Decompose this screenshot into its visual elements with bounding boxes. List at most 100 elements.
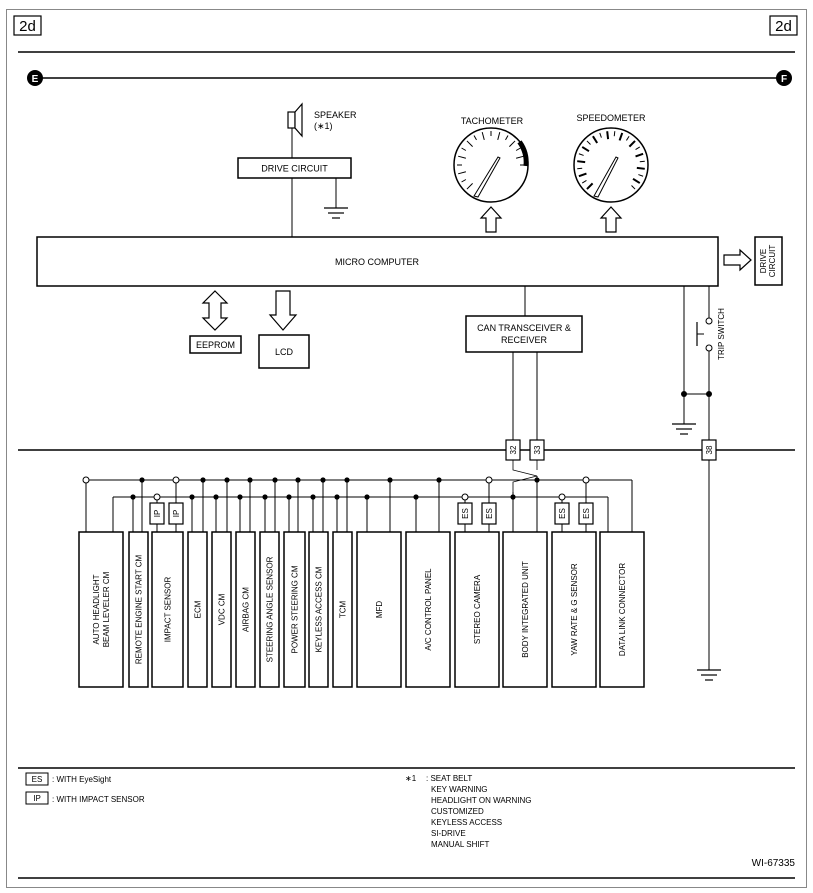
gauge-tick bbox=[626, 135, 630, 141]
gauge-tick bbox=[613, 131, 616, 137]
gauge-tick bbox=[466, 183, 473, 190]
svg-text:33: 33 bbox=[533, 445, 542, 454]
speaker-note: (∗1) bbox=[314, 121, 333, 131]
module-6: STEERING ANGLE SENSOR bbox=[259, 477, 280, 688]
module-label: A/C CONTROL PANEL bbox=[424, 568, 433, 651]
junction-dot bbox=[237, 494, 243, 500]
svg-text:2d: 2d bbox=[19, 18, 36, 35]
option-tag: ES bbox=[485, 508, 494, 519]
module-label: MFD bbox=[375, 601, 384, 619]
legend-es: ES : WITH EyeSight bbox=[25, 772, 112, 786]
module-label: STEERING ANGLE SENSOR bbox=[266, 556, 275, 662]
speedometer-label: SPEEDOMETER bbox=[576, 113, 646, 123]
module-4: VDC CM bbox=[211, 477, 232, 688]
bus-label-f: F bbox=[781, 74, 787, 85]
junction-dot bbox=[213, 494, 219, 500]
module-1: REMOTE ENGINE START CM bbox=[128, 477, 149, 688]
svg-text:LCD: LCD bbox=[275, 347, 294, 357]
junction-dot bbox=[436, 477, 442, 483]
option-tag: IP bbox=[172, 510, 181, 518]
gauge-tick bbox=[631, 185, 636, 190]
junction-dot bbox=[286, 494, 292, 500]
junction-dot bbox=[130, 494, 136, 500]
gauge-tick bbox=[515, 155, 524, 159]
gauge-tick bbox=[509, 140, 516, 147]
module-3: ECM bbox=[187, 477, 208, 688]
footnote: ∗1 : SEAT BELT KEY WARNING HEADLIGHT ON … bbox=[405, 774, 531, 849]
drive-circuit-top: DRIVE CIRCUIT bbox=[237, 157, 352, 237]
junction-dot bbox=[224, 477, 230, 483]
junction-dot bbox=[200, 477, 206, 483]
sheet-border bbox=[6, 9, 807, 888]
junction-dot bbox=[272, 477, 278, 483]
junction-open bbox=[82, 476, 90, 484]
junction-dot bbox=[189, 494, 195, 500]
gauge-tick bbox=[599, 132, 602, 138]
module-5: AIRBAG CM bbox=[235, 477, 256, 688]
module-label: YAW RATE & G SENSOR bbox=[570, 563, 579, 656]
svg-text:ES: ES bbox=[32, 775, 43, 784]
svg-text:RECEIVER: RECEIVER bbox=[501, 335, 548, 345]
speaker-label: SPEAKER bbox=[314, 110, 357, 120]
svg-text:CAN TRANSCEIVER &: CAN TRANSCEIVER & bbox=[477, 323, 571, 333]
speedometer: SPEEDOMETER bbox=[573, 113, 649, 233]
gauge-tick bbox=[515, 147, 521, 151]
svg-text:38: 38 bbox=[705, 445, 714, 454]
svg-text:: WITH IMPACT SENSOR: : WITH IMPACT SENSOR bbox=[52, 795, 145, 804]
gauge-tick bbox=[481, 132, 485, 141]
gauge-tick bbox=[635, 152, 644, 158]
module-label: AUTO HEADLIGHT bbox=[92, 574, 101, 644]
gauge-tick bbox=[466, 140, 473, 147]
svg-text:DRIVE CIRCUIT: DRIVE CIRCUIT bbox=[261, 164, 328, 174]
module-label: KEYLESS ACCESS CM bbox=[315, 566, 324, 652]
svg-text:: SEAT BELT: : SEAT BELT bbox=[426, 774, 472, 783]
junction-dot bbox=[344, 477, 350, 483]
speedo-up-arrow bbox=[599, 206, 623, 233]
gauge-tick bbox=[628, 140, 636, 148]
junction-dot bbox=[534, 477, 540, 483]
connector-32: 32 bbox=[505, 439, 521, 461]
junction-dot bbox=[247, 477, 253, 483]
page-label-left: 2d bbox=[13, 15, 42, 36]
bus-label-e: E bbox=[32, 74, 39, 85]
junction-dot bbox=[413, 494, 419, 500]
svg-text:KEY WARNING: KEY WARNING bbox=[431, 785, 487, 794]
module-7: POWER STEERING CM bbox=[283, 477, 306, 688]
e-f-bus: E F bbox=[27, 70, 792, 86]
junction-dot bbox=[320, 477, 326, 483]
option-tag: ES bbox=[461, 508, 470, 519]
figure-id: WI-67335 bbox=[752, 858, 796, 869]
gauge-tick bbox=[639, 160, 645, 163]
gauge-tick bbox=[638, 174, 644, 177]
gauge-tick bbox=[581, 146, 590, 153]
gauge-tick bbox=[581, 180, 587, 184]
footnote-marker: ∗1 bbox=[405, 774, 417, 783]
gauge-tick bbox=[577, 160, 586, 164]
module-label: ECM bbox=[194, 600, 203, 618]
module-label: POWER STEERING CM bbox=[291, 565, 300, 653]
can-transceiver: CAN TRANSCEIVER & RECEIVER bbox=[465, 286, 583, 440]
micro-computer: MICRO COMPUTER bbox=[36, 236, 719, 287]
module-label: BODY INTEGRATED UNIT bbox=[521, 561, 530, 658]
trip-switch: TRIP SWITCH bbox=[672, 286, 726, 440]
page-label-right: 2d bbox=[769, 15, 798, 36]
svg-text:EEPROM: EEPROM bbox=[196, 340, 235, 350]
module-label: DATA LINK CONNECTOR bbox=[618, 563, 627, 657]
module-label: REMOTE ENGINE START CM bbox=[135, 554, 144, 664]
junction-open bbox=[485, 476, 493, 484]
junction-open bbox=[153, 493, 161, 501]
junction-open bbox=[172, 476, 180, 484]
junction-dot bbox=[310, 494, 316, 500]
gauge-tick bbox=[458, 171, 467, 175]
lcd: LCD bbox=[258, 290, 310, 369]
gauge-tick bbox=[461, 147, 467, 151]
svg-text:2d: 2d bbox=[775, 18, 792, 35]
module-9: TCM bbox=[332, 477, 353, 688]
module-11: A/C CONTROL PANEL bbox=[405, 477, 451, 688]
option-tag: ES bbox=[582, 508, 591, 519]
